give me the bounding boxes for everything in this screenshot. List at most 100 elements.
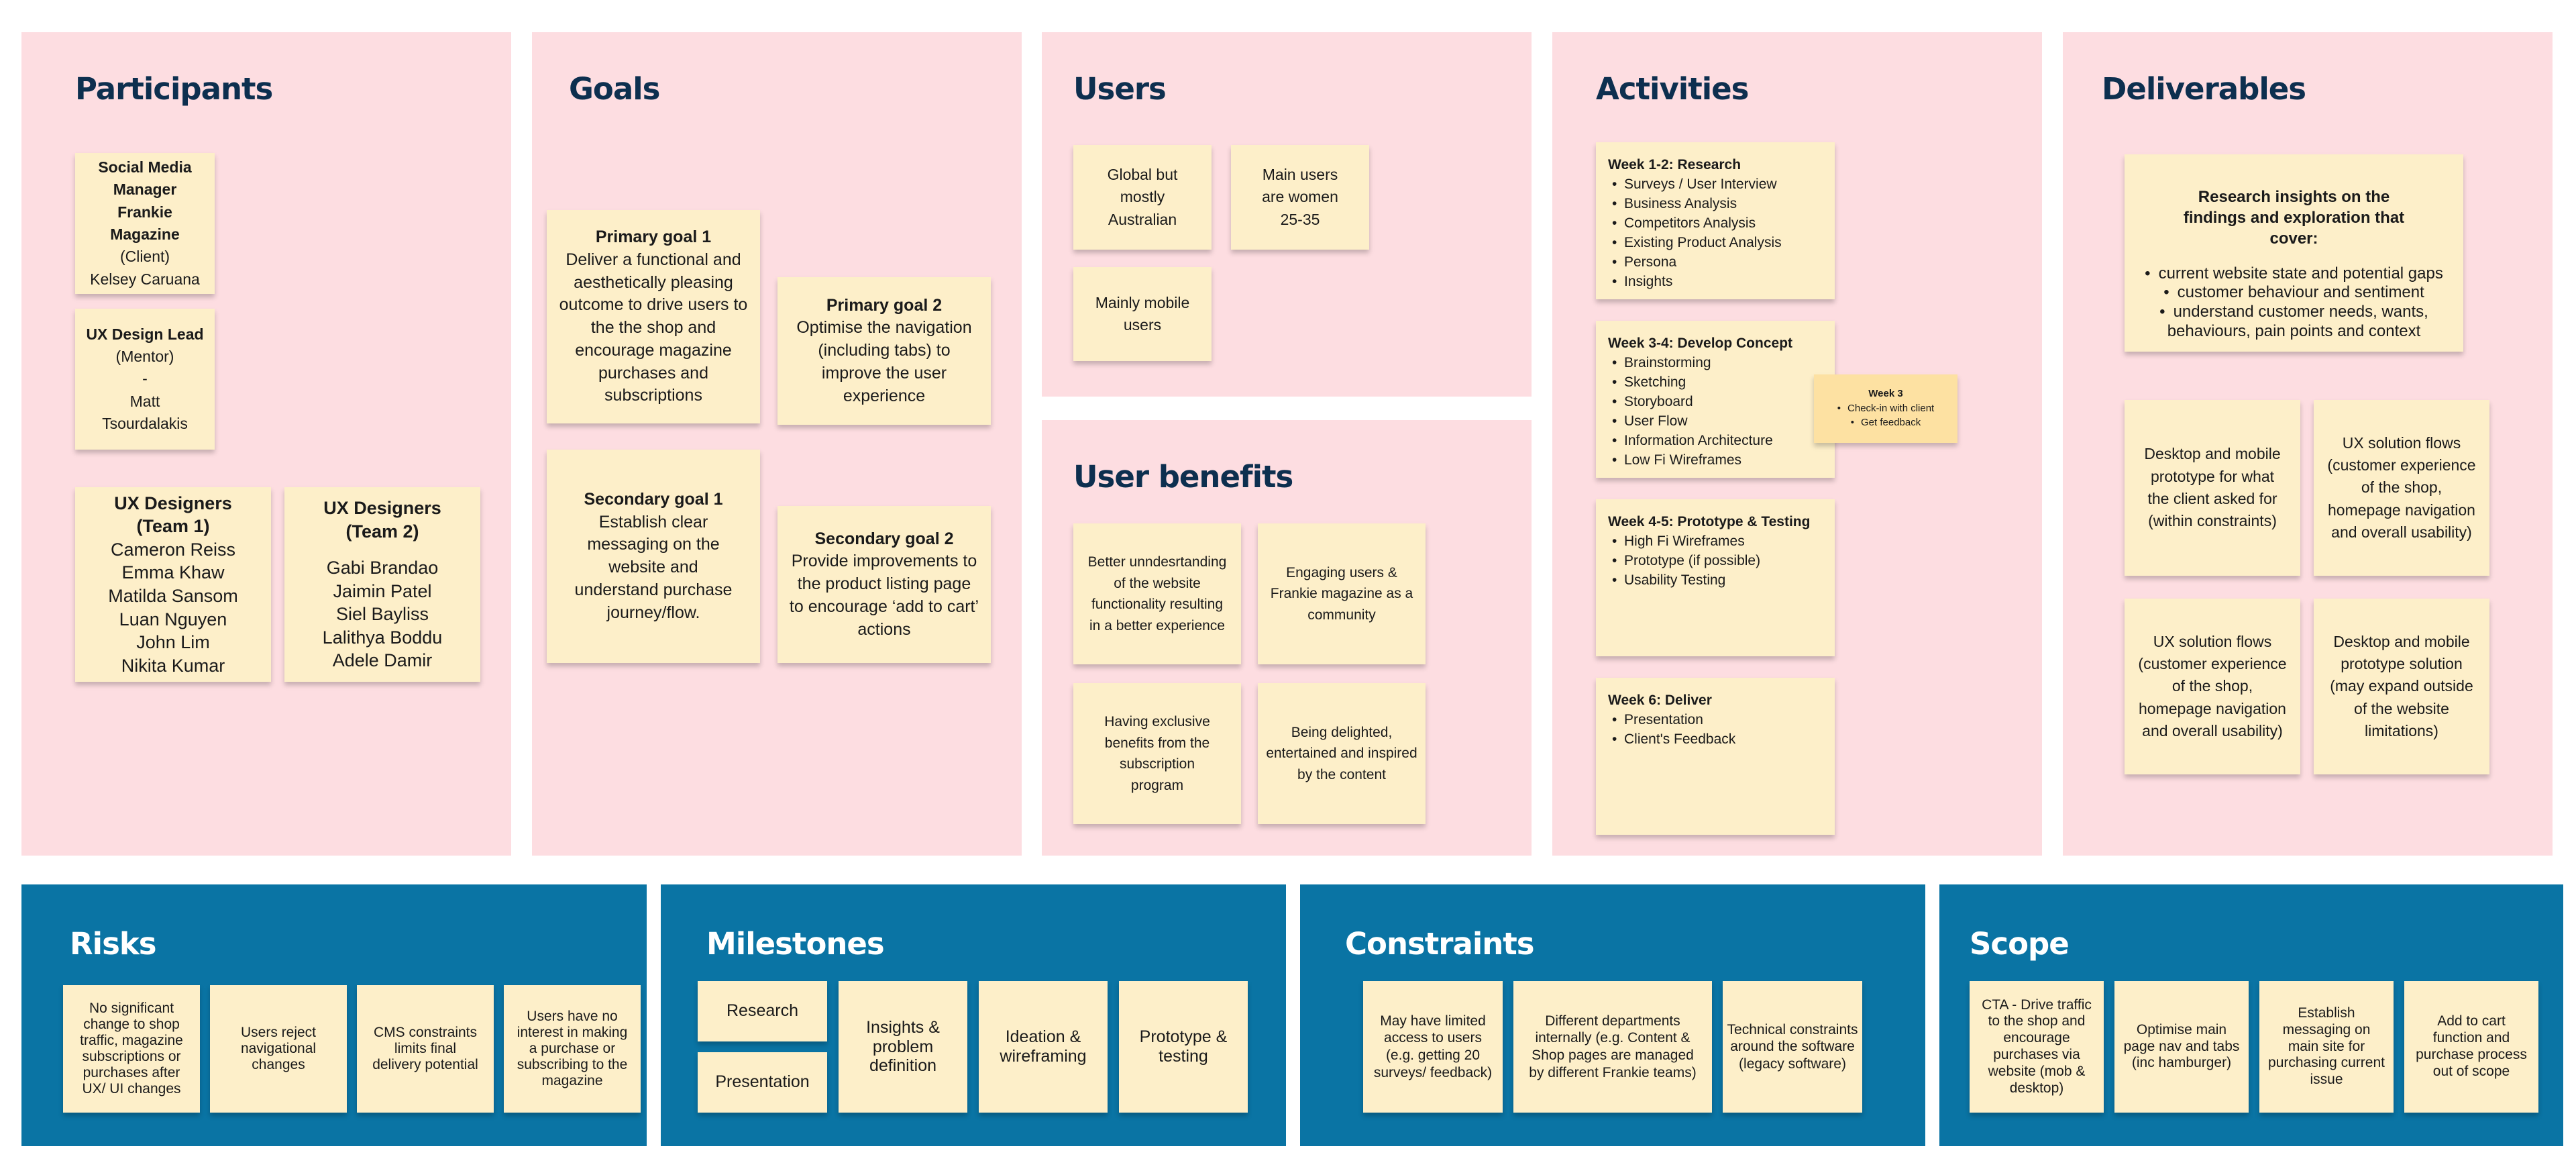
sticky-note-benefit[interactable]: Having exclusive benefits from the subsc… [1073, 683, 1241, 824]
users-panel: Users Global but mostly Australian Main … [1042, 32, 1532, 397]
week-title: Week 4-5: Prototype & Testing [1608, 514, 1811, 529]
sticky-note-week-1-2[interactable]: Week 1-2: Research Surveys / User Interv… [1596, 142, 1835, 299]
users-title: Users [1073, 71, 1167, 107]
scope-panel: Scope CTA - Drive traffic to the shop an… [1939, 884, 2563, 1146]
activity-item: Client's Feedback [1612, 730, 1735, 750]
team-1-member: Emma Khaw [121, 562, 225, 583]
sticky-note-risk[interactable]: Users have no interest in making a purch… [504, 985, 641, 1113]
week-3-title: Week 3 [1868, 387, 1903, 399]
milestones-panel: Milestones Research Presentation Insight… [661, 884, 1286, 1146]
sticky-note-research-insights[interactable]: Research insights on the findings and ex… [2125, 154, 2463, 352]
goal-title: Primary goal 2 [826, 295, 943, 315]
sticky-note-benefit[interactable]: Being delighted, entertained and inspire… [1258, 683, 1426, 824]
activity-item: Brainstorming [1612, 354, 1773, 373]
sticky-note-milestone[interactable]: Insights & problem definition [839, 981, 967, 1113]
sticky-note-lead[interactable]: UX Design Lead (Mentor) - Matt Tsourdala… [75, 309, 215, 450]
sticky-note-risk[interactable]: Users reject navigational changes [210, 985, 347, 1113]
week-activity-list: Surveys / User Interview Business Analys… [1608, 175, 1782, 292]
sticky-note-client[interactable]: Social Media Manager Frankie Magazine (C… [75, 153, 215, 294]
goal-title: Primary goal 1 [595, 227, 712, 246]
activity-item: Usability Testing [1612, 571, 1760, 591]
risks-title: Risks [70, 926, 157, 962]
sticky-note-user[interactable]: Global but mostly Australian [1073, 145, 1212, 250]
sticky-note-scope[interactable]: Add to cart function and purchase proces… [2404, 981, 2538, 1113]
goal-title: Secondary goal 2 [814, 529, 954, 548]
week-activity-list: Presentation Client's Feedback [1608, 711, 1735, 750]
activities-panel: Activities Week 1-2: Research Surveys / … [1552, 32, 2042, 856]
sticky-note-scope[interactable]: Optimise main page nav and tabs (inc ham… [2114, 981, 2249, 1113]
sticky-note-constraint[interactable]: Technical constraints around the softwar… [1723, 981, 1862, 1113]
activity-item: Persona [1612, 253, 1782, 272]
sticky-note-primary-goal-1[interactable]: Primary goal 1 Deliver a functional and … [547, 210, 760, 423]
activity-item: Competitors Analysis [1612, 214, 1782, 234]
participants-title: Participants [75, 71, 273, 107]
sticky-note-deliverable[interactable]: Desktop and mobile prototype solution (m… [2314, 599, 2489, 774]
sticky-note-benefit[interactable]: Better unndesrtanding of the website fun… [1073, 523, 1241, 664]
sticky-note-risk[interactable]: CMS constraints limits final delivery po… [357, 985, 494, 1113]
sticky-note-user[interactable]: Main users are women 25-35 [1231, 145, 1369, 250]
sticky-note-milestone[interactable]: Ideation & wireframing [979, 981, 1108, 1113]
team-1-member: John Lim [136, 632, 210, 653]
user-benefits-panel: User benefits Better unndesrtanding of t… [1042, 420, 1532, 856]
team-1-title: UX Designers (Team 1) [114, 493, 232, 537]
sticky-note-scope[interactable]: CTA - Drive traffic to the shop and enco… [1970, 981, 2104, 1113]
activity-item: Storyboard [1612, 393, 1773, 412]
goal-text: Establish clear messaging on the website… [574, 512, 733, 622]
activity-item: Prototype (if possible) [1612, 552, 1760, 571]
risks-panel: Risks No significant change to shop traf… [21, 884, 647, 1146]
sticky-note-milestone[interactable]: Presentation [698, 1052, 827, 1113]
sticky-note-secondary-goal-2[interactable]: Secondary goal 2 Provide improvements to… [777, 506, 991, 663]
sticky-note-constraint[interactable]: Different departments internally (e.g. C… [1513, 981, 1712, 1113]
goal-text: Deliver a functional and aesthetically p… [559, 250, 748, 405]
sticky-note-week-3-4[interactable]: Week 3-4: Develop Concept Brainstorming … [1596, 321, 1835, 478]
sticky-note-week-3-checkin[interactable]: Week 3 Check-in with client Get feedback [1814, 374, 1957, 443]
sticky-note-benefit[interactable]: Engaging users & Frankie magazine as a c… [1258, 523, 1426, 664]
sticky-note-milestone[interactable]: Research [698, 981, 827, 1041]
activity-item: Presentation [1612, 711, 1735, 730]
activity-item: Surveys / User Interview [1612, 175, 1782, 195]
activities-title: Activities [1596, 71, 1749, 107]
lead-name: Matt Tsourdalakis [102, 392, 188, 433]
sticky-note-primary-goal-2[interactable]: Primary goal 2 Optimise the navigation (… [777, 277, 991, 425]
milestones-title: Milestones [706, 926, 885, 962]
deliverables-panel: Deliverables Research insights on the fi… [2063, 32, 2553, 856]
sticky-note-secondary-goal-1[interactable]: Secondary goal 1 Establish clear messagi… [547, 450, 760, 663]
week-title: Week 6: Deliver [1608, 693, 1712, 708]
week-activity-list: High Fi Wireframes Prototype (if possibl… [1608, 532, 1760, 591]
sticky-note-deliverable[interactable]: Desktop and mobile prototype for what th… [2125, 400, 2300, 576]
goals-panel: Goals Primary goal 1 Deliver a functiona… [532, 32, 1022, 856]
sticky-note-milestone[interactable]: Prototype & testing [1119, 981, 1248, 1113]
sticky-note-team-1[interactable]: UX Designers (Team 1) Cameron Reiss Emma… [75, 487, 271, 682]
constraints-panel: Constraints May have limited access to u… [1300, 884, 1925, 1146]
sticky-note-team-2[interactable]: UX Designers (Team 2) Gabi Brandao Jaimi… [284, 487, 480, 682]
activity-item: Low Fi Wireframes [1612, 451, 1773, 470]
activity-item: Existing Product Analysis [1612, 234, 1782, 253]
week-3-item: Get feedback [1837, 416, 1934, 430]
goal-text: Provide improvements to the product list… [789, 552, 979, 639]
user-benefits-title: User benefits [1073, 459, 1293, 495]
deliverables-title: Deliverables [2102, 71, 2306, 107]
sticky-note-deliverable[interactable]: UX solution flows (customer experience o… [2125, 599, 2300, 774]
sticky-note-deliverable[interactable]: UX solution flows (customer experience o… [2314, 400, 2489, 576]
lead-tag: (Mentor) [115, 347, 174, 365]
client-tag: (Client) [119, 248, 170, 266]
sticky-note-week-6[interactable]: Week 6: Deliver Presentation Client's Fe… [1596, 678, 1835, 835]
team-2-member: Jaimin Patel [333, 580, 432, 601]
goals-title: Goals [569, 71, 660, 107]
sticky-note-week-4-5[interactable]: Week 4-5: Prototype & Testing High Fi Wi… [1596, 499, 1835, 656]
insight-item: customer behaviour and sentiment [2145, 283, 2443, 303]
scope-title: Scope [1970, 926, 2070, 962]
team-2-title: UX Designers (Team 2) [323, 498, 441, 542]
sticky-note-scope[interactable]: Establish messaging on main site for pur… [2259, 981, 2394, 1113]
week-activity-list: Brainstorming Sketching Storyboard User … [1608, 354, 1773, 470]
team-2-member: Adele Damir [332, 650, 433, 671]
sticky-note-constraint[interactable]: May have limited access to users (e.g. g… [1363, 981, 1503, 1113]
team-1-member: Nikita Kumar [121, 655, 225, 676]
research-insights-list: current website state and potential gaps… [2145, 264, 2443, 342]
week-title: Week 3-4: Develop Concept [1608, 336, 1793, 351]
activity-item: Business Analysis [1612, 195, 1782, 214]
lead-dash: - [142, 370, 148, 388]
sticky-note-risk[interactable]: No significant change to shop traffic, m… [63, 985, 200, 1113]
insight-item: current website state and potential gaps [2145, 264, 2443, 284]
sticky-note-user[interactable]: Mainly mobile users [1073, 267, 1212, 361]
